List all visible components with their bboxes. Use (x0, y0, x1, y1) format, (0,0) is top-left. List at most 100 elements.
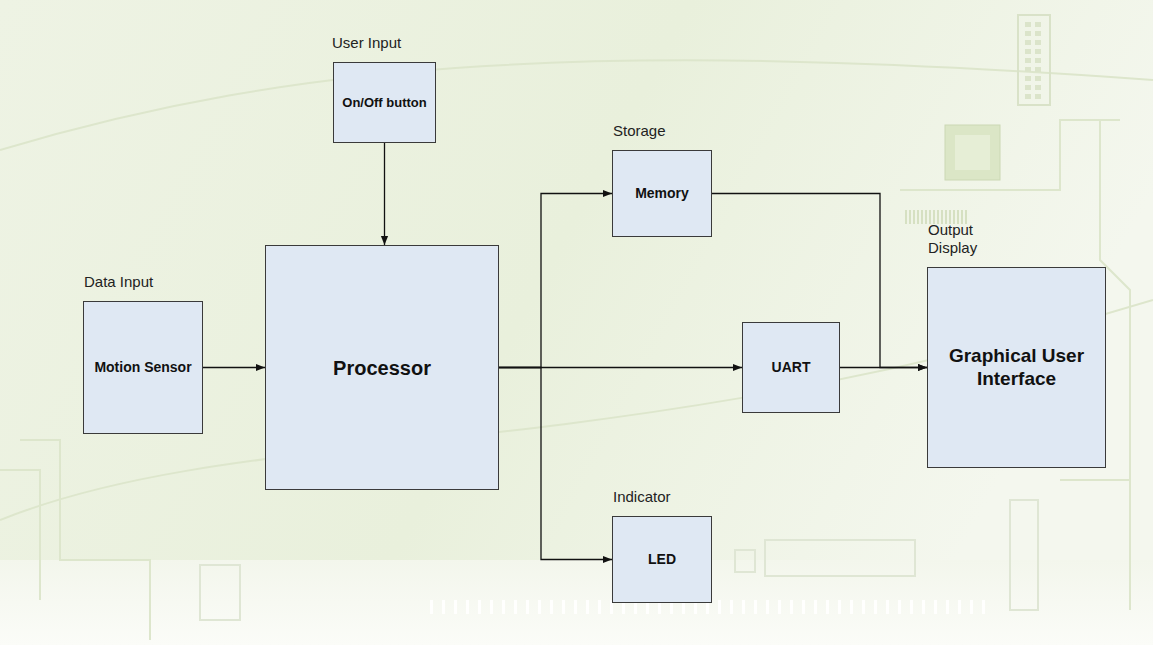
edge-tick (982, 600, 985, 614)
connector-outline (1018, 15, 1050, 105)
box-label: UART (766, 353, 817, 382)
edge-tick (958, 600, 961, 614)
arrow-connector (384, 143, 385, 245)
connector-pin (1035, 22, 1041, 27)
edge-tick (442, 600, 445, 614)
arrow-connector (203, 367, 265, 368)
edge-tick (766, 600, 769, 614)
section-heading: Indicator (613, 488, 723, 507)
connector-pin (1025, 31, 1031, 36)
section-heading: Data Input (84, 273, 204, 292)
arrow-connector (499, 368, 612, 560)
edge-tick (574, 600, 577, 614)
chip-core (955, 135, 990, 170)
box-label: Memory (629, 179, 695, 208)
arrow-connector (840, 367, 927, 368)
box-label: Motion Sensor (88, 353, 197, 382)
processor-box: Processor (265, 245, 499, 490)
edge-tick (874, 600, 877, 614)
connector-pin (1025, 22, 1031, 27)
edge-tick (850, 600, 853, 614)
chip (945, 125, 1000, 180)
connector-pin (1025, 76, 1031, 81)
edge-tick (862, 600, 865, 614)
circuit-traces (0, 60, 1153, 640)
connector-pins (1018, 15, 1050, 105)
edge-tick (898, 600, 901, 614)
background-band (0, 560, 1153, 645)
edge-tick (466, 600, 469, 614)
part-outline (735, 550, 755, 572)
edge-tick (430, 600, 433, 614)
edge-ticks (430, 210, 985, 614)
connector-pin (1035, 76, 1041, 81)
edge-tick (790, 600, 793, 614)
edge-tick (478, 600, 481, 614)
header-fin (905, 210, 907, 224)
header-fin (913, 210, 915, 224)
bottom-parts (200, 500, 1038, 620)
edge-tick (598, 600, 601, 614)
box-label: Processor (327, 350, 437, 386)
connector-pin (1035, 58, 1041, 63)
edge-tick (886, 600, 889, 614)
edge-tick (814, 600, 817, 614)
trace (1060, 480, 1130, 610)
connector-pin (1035, 67, 1041, 72)
part-outline (1010, 500, 1038, 610)
edge-tick (910, 600, 913, 614)
header-fin (909, 210, 911, 224)
edge-tick (730, 600, 733, 614)
connector-pin (1025, 40, 1031, 45)
edge-tick (526, 600, 529, 614)
connector-pin (1035, 40, 1041, 45)
indicator-box: IndicatorLED (612, 516, 712, 603)
section-heading: Storage (613, 122, 723, 141)
edge-tick (934, 600, 937, 614)
user-input-button: User InputOn/Off button (333, 62, 436, 143)
connector-pin (1035, 31, 1041, 36)
section-heading: User Input (332, 34, 442, 53)
edge-tick (802, 600, 805, 614)
connector-pin (1035, 49, 1041, 54)
edge-tick (562, 600, 565, 614)
header-fin (925, 210, 927, 224)
connector-pin (1025, 49, 1031, 54)
edge-tick (754, 600, 757, 614)
gui-box: Output DisplayGraphical User Interface (927, 267, 1106, 468)
edge-tick (826, 600, 829, 614)
header-fin (917, 210, 919, 224)
edge-tick (586, 600, 589, 614)
edge-tick (454, 600, 457, 614)
edge-tick (490, 600, 493, 614)
edge-tick (718, 600, 721, 614)
edge-tick (550, 600, 553, 614)
sensor-box: Data InputMotion Sensor (83, 301, 203, 434)
part-outline (765, 540, 915, 576)
box-label: LED (642, 545, 682, 574)
connector-pin (1025, 58, 1031, 63)
uart-box: UART (742, 322, 840, 413)
trace (900, 120, 1120, 190)
box-label: Graphical User Interface (928, 339, 1105, 397)
header-fin (921, 210, 923, 224)
edge-tick (502, 600, 505, 614)
edge-tick (838, 600, 841, 614)
connector-pin (1035, 85, 1041, 90)
part-outline (200, 565, 240, 620)
box-label: On/Off button (336, 89, 432, 117)
edge-tick (970, 600, 973, 614)
edge-tick (538, 600, 541, 614)
edge-tick (742, 600, 745, 614)
connector-pin (1025, 94, 1031, 99)
connector-pin (1035, 94, 1041, 99)
arrow-connector (499, 194, 612, 368)
section-heading: Output Display (928, 221, 1000, 259)
trace (0, 470, 40, 600)
connector-pin (1025, 67, 1031, 72)
storage-box: StorageMemory (612, 150, 712, 237)
edge-tick (514, 600, 517, 614)
edge-tick (946, 600, 949, 614)
